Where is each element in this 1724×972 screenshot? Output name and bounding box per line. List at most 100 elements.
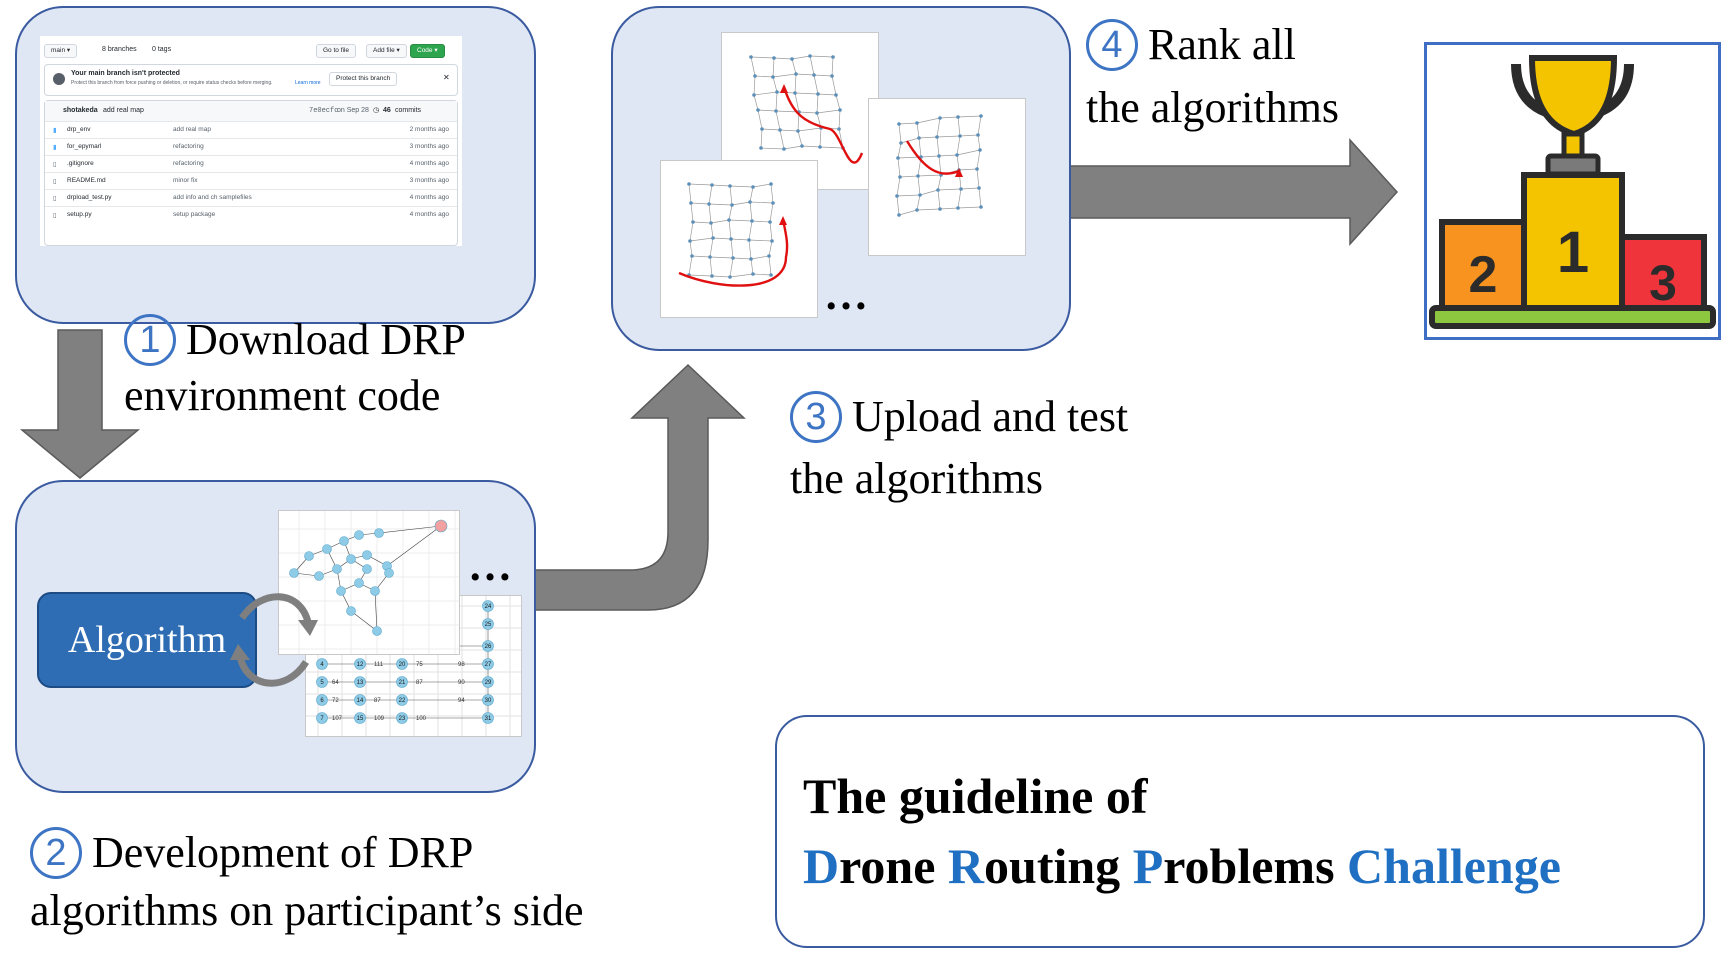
learn-more-link[interactable]: Learn more [295, 80, 321, 86]
graph-edge [374, 590, 378, 632]
graph-edge [916, 208, 941, 211]
last-commit-bar: shotakeda add real map 7e0ecfc on Sep 28… [45, 101, 457, 122]
graph-edge [753, 91, 778, 96]
route-graph-c [678, 182, 789, 287]
iteration-cycle-icon [230, 593, 318, 687]
graph-edge [795, 73, 815, 76]
graph-edge [750, 56, 756, 77]
graph-node [711, 236, 715, 240]
graph-node [362, 564, 372, 574]
graph-edge [960, 187, 980, 190]
file-commit-message[interactable]: add real map [173, 126, 211, 133]
graph-node [897, 213, 901, 217]
route-arrowhead [780, 84, 788, 93]
graph-node [729, 237, 733, 241]
graph-node [354, 712, 366, 724]
file-name[interactable]: README.md [67, 177, 106, 184]
graph-edge [783, 145, 803, 150]
graph-edge [897, 157, 901, 178]
file-name[interactable]: setup.py [67, 211, 92, 218]
graph-node [316, 676, 328, 688]
graph-edge [939, 207, 959, 210]
branches-count[interactable]: 8 branches [102, 46, 137, 53]
warning-icon [53, 73, 65, 85]
graph-node-label: 24 [485, 604, 492, 610]
graph-edge [819, 127, 822, 148]
graph-edge [896, 195, 900, 216]
graph-node [937, 154, 941, 158]
folder-icon: ▮ [53, 144, 57, 151]
graph-node [917, 136, 921, 140]
graph-node [354, 676, 366, 688]
commits-label[interactable]: commits [395, 107, 422, 114]
file-commit-message[interactable]: add info and ch samplefiles [173, 194, 252, 201]
graph-edge [896, 194, 921, 197]
edge-weight-label: 87 [416, 680, 423, 686]
tags-count[interactable]: 0 tags [152, 46, 172, 53]
route-arrowhead [955, 168, 963, 177]
branch-selector[interactable]: main ▾ [44, 44, 78, 58]
graph-edge [794, 92, 800, 113]
edge-weight-label: 107 [332, 716, 343, 722]
graph-edge [770, 183, 774, 204]
graph-edge [813, 74, 819, 95]
graph-node [790, 57, 794, 61]
file-commit-message[interactable]: minor fix [173, 177, 198, 184]
commit-hash[interactable]: 7e0ecfc [309, 107, 339, 115]
graph-node [815, 111, 819, 115]
graph-edge [918, 137, 922, 158]
file-name[interactable]: drpload_test.py [67, 194, 112, 201]
go-to-file-button[interactable]: Go to file [316, 44, 357, 58]
trophy-cup [1528, 55, 1618, 138]
commit-author[interactable]: shotakeda [63, 107, 98, 114]
graph-edge [898, 123, 902, 144]
podium-ground [1429, 305, 1716, 329]
graph-edge [710, 222, 714, 239]
file-commit-message[interactable]: refactoring [173, 143, 204, 150]
file-icon: ▯ [53, 212, 57, 219]
file-name[interactable]: .gitignore [67, 160, 94, 167]
graph-edge [748, 239, 752, 260]
graph-edge [386, 525, 442, 567]
podium-third [1619, 234, 1707, 313]
commit-count[interactable]: 46 [383, 107, 391, 114]
graph-node [314, 571, 324, 581]
step-2-line1: Development of DRP [92, 828, 474, 877]
file-commit-message[interactable]: refactoring [173, 160, 204, 167]
file-row[interactable]: ▯ drpload_test.py add info and ch samplefi… [45, 189, 457, 207]
arrow-step3-to-4 [1069, 138, 1399, 246]
file-name[interactable]: for_epymarl [67, 143, 102, 150]
file-age: 4 months ago [409, 160, 449, 167]
graph-edge [689, 221, 694, 242]
commit-message[interactable]: add real map [103, 107, 144, 114]
graph-edge [897, 142, 902, 159]
edge-weight-label: 94 [458, 698, 465, 704]
file-commit-message[interactable]: setup package [173, 211, 216, 218]
graph-node-label: 14 [357, 698, 364, 704]
graph-edge [937, 174, 942, 191]
add-file-button[interactable]: Add file ▾ [366, 44, 407, 58]
graph-edge [708, 184, 713, 205]
protect-branch-button[interactable]: Protect this branch [329, 72, 398, 86]
guideline-line2: Drone Routing Problems Challenge [803, 837, 1561, 895]
edge-weight-label: 75 [416, 662, 423, 668]
graph-edge [749, 186, 754, 203]
code-button[interactable]: Code ▾ [410, 44, 445, 58]
graph-edge [791, 58, 797, 75]
graph-node [304, 551, 314, 561]
graph-node [818, 145, 822, 149]
guideline-line1: The guideline of [803, 768, 1148, 824]
file-name[interactable]: drp_env [67, 126, 91, 133]
file-icon: ▯ [53, 195, 57, 202]
close-icon[interactable]: ✕ [443, 73, 450, 82]
graph-edge [709, 256, 734, 259]
edge-weight-label: 90 [458, 680, 465, 686]
edge-weight-label: 109 [374, 716, 385, 722]
